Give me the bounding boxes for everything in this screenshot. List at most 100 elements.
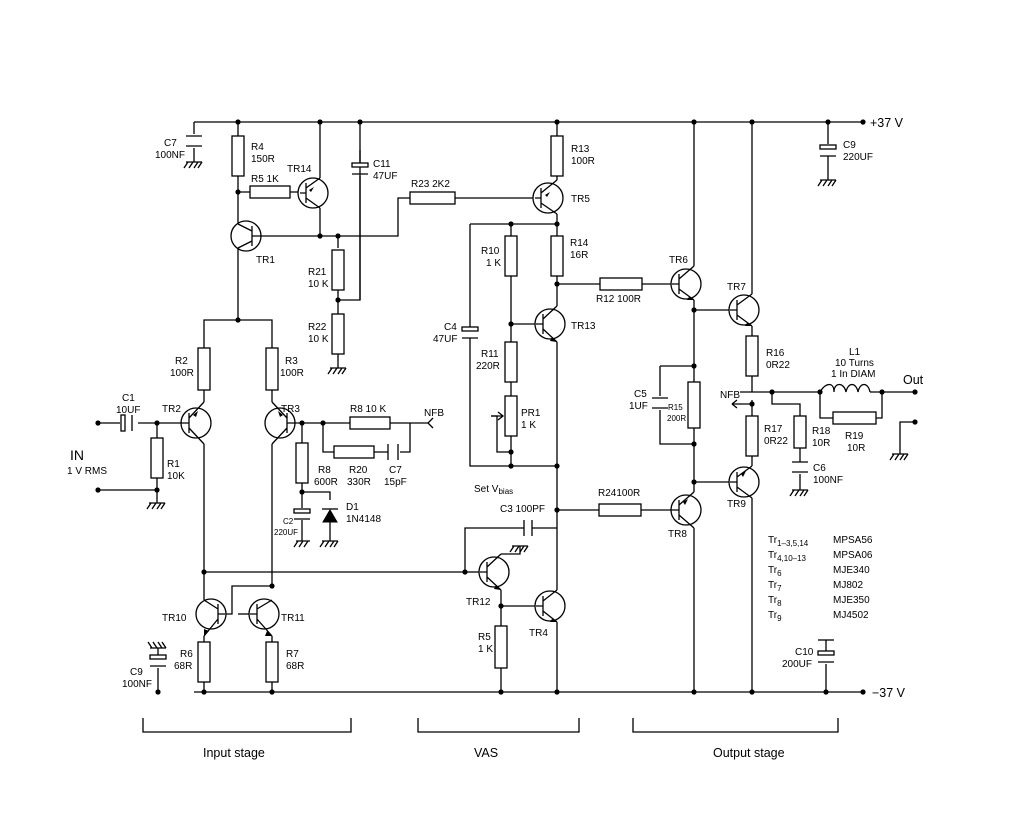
resistor-r5-vas [494,625,508,669]
input-level-label: 1 V RMS [67,466,107,477]
label-r23: R23 2K2 [411,179,450,190]
label-tr7: TR7 [727,282,746,293]
resistor-r19 [832,411,877,425]
labels: +37 V −37 V IN 1 V RMS Out NFB NFB Set V… [67,116,924,760]
transistor-tr10 [195,598,227,637]
resistor-r23 [409,191,456,205]
diode-d1 [322,508,338,523]
capacitor-c6 [792,461,808,473]
resistor-r24 [598,503,642,517]
label-tr14: TR14 [287,164,312,175]
transistor-tr2 [180,401,212,445]
capacitor-c7-100nf [186,135,202,147]
resistor-r16 [745,335,759,377]
capacitor-c5 [652,397,668,409]
resistors [150,135,877,683]
label-r8-feedback: R8 10 K [350,404,386,415]
label-c3: C3 100PF [500,504,545,515]
nfb-input-arrow [427,417,434,429]
transistor-tr13 [534,305,566,343]
section-brackets [142,718,839,733]
junction-dots [95,119,918,695]
transistor-tr1 [230,220,262,252]
label-tr2: TR2 [162,404,181,415]
resistor-r12 [599,277,643,291]
transistor-tr8 [670,491,702,529]
resistor-r4 [231,135,245,177]
resistor-r21 [331,249,345,291]
resistor-r1 [150,437,164,479]
resistor-r8-600r [295,442,309,484]
resistor-r18 [793,415,807,449]
transistor-tr5 [532,179,564,215]
transistor-tr7 [728,293,760,327]
nfb-label-input: NFB [424,408,444,419]
label-tr13: TR13 [571,321,596,332]
label-tr3: TR3 [281,404,300,415]
transistor-tr9 [728,465,760,499]
set-vbias-label: Set Vbias [474,484,513,496]
resistor-r20 [333,445,375,459]
transistor-tr3 [264,401,296,445]
nfb-output-arrow [731,399,738,409]
input-label: IN [70,447,84,463]
label-r24: R24100R [598,488,640,499]
pot-wiper [491,411,505,421]
label-tr6: TR6 [669,255,688,266]
label-tr11: TR11 [281,613,305,624]
resistor-r22 [331,313,345,355]
resistor-r15 [687,381,701,429]
resistor-r5 [249,185,291,199]
resistor-r14 [550,235,564,277]
transistor-tr4 [534,589,566,623]
ground-symbols [146,161,909,649]
transistor-tr6 [670,265,702,301]
resistor-r13 [550,135,564,177]
output-label: Out [903,373,924,387]
capacitor-c7-15pf [387,444,399,460]
transistor-tr11 [248,598,280,637]
inductor-l1 [819,383,871,393]
resistor-r7 [265,641,279,683]
rail-neg-label: −37 V [872,686,906,700]
label-tr9: TR9 [727,499,746,510]
section-output-label: Output stage [713,746,785,760]
label-tr12: TR12 [466,597,491,608]
transistors [180,177,760,637]
